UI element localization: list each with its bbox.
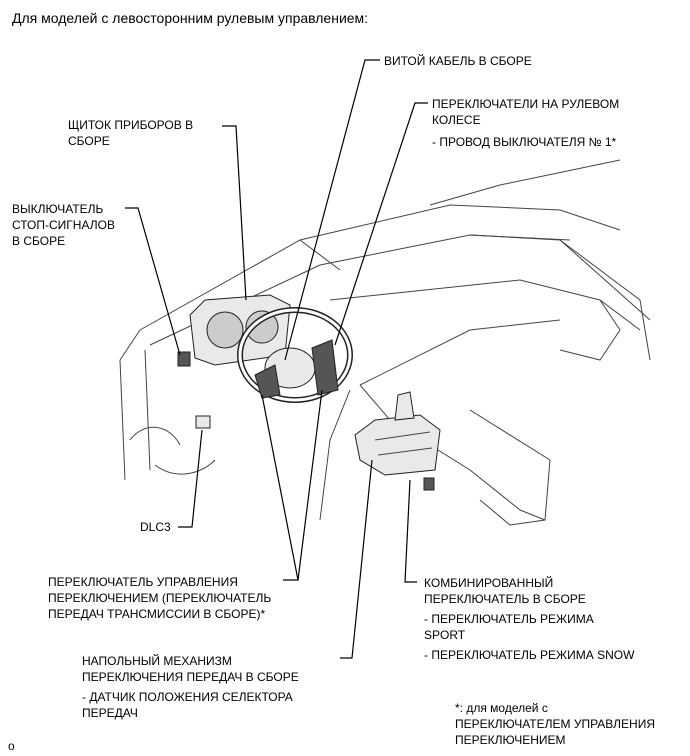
label-combination-meter: ЩИТОК ПРИБОРОВ В СБОРЕ — [68, 118, 194, 148]
dashboard-outline — [119, 159, 651, 526]
label-steering-switches-sub: - ПРОВОД ВЫКЛЮЧАТЕЛЯ № 1* — [432, 135, 617, 149]
label-stop-lamp-switch: ВЫКЛЮЧАТЕЛЬ СТОП-СИГНАЛОВ В СБОРЕ — [12, 202, 115, 248]
label-floor-shift: НАПОЛЬНЫЙ МЕХАНИЗМ ПЕРЕКЛЮЧЕНИЯ ПЕРЕДАЧ … — [82, 654, 299, 720]
label-spiral-cable: ВИТОЙ КАБЕЛЬ В СБОРЕ — [384, 54, 532, 68]
dlc3-shape — [195, 415, 211, 429]
combination-meter-shape — [189, 294, 291, 366]
corner-mark: o — [8, 739, 15, 753]
footnote: *: для моделей с ПЕРЕКЛЮЧАТЕЛЕМ УПРАВЛЕН… — [455, 701, 655, 747]
label-combined-switch: КОМБИНИРОВАННЫЙ ПЕРЕКЛЮЧАТЕЛЬ В СБОРЕ - … — [424, 576, 635, 662]
leader-lines — [125, 59, 428, 659]
label-shift-paddle: ПЕРЕКЛЮЧАТЕЛЬ УПРАВЛЕНИЯ ПЕРЕКЛЮЧЕНИЕМ (… — [48, 575, 272, 621]
label-dlc3: DLC3 — [140, 520, 171, 534]
steering-wheel-shape — [237, 307, 353, 403]
floor-shift-shape — [354, 391, 441, 491]
stop-lamp-switch-shape — [177, 351, 191, 367]
label-steering-switches: ПЕРЕКЛЮЧАТЕЛИ НА РУЛЕВОМ КОЛЕСЕ - ПРОВОД… — [432, 97, 620, 149]
page-header: Для моделей с левосторонним рулевым упра… — [12, 10, 369, 26]
